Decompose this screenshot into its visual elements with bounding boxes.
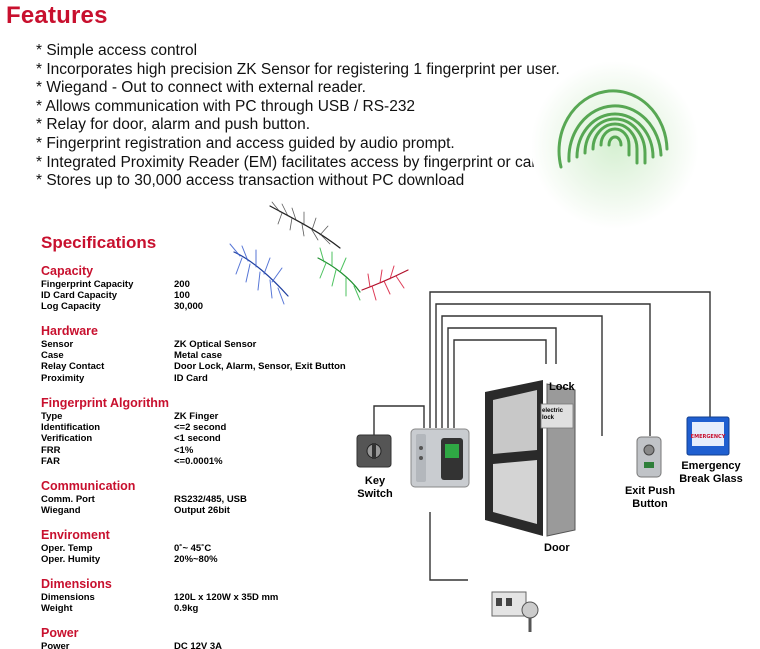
spec-value: 0˚~ 45˚C bbox=[174, 543, 212, 554]
spec-section-fingerprint-algorithm: Fingerprint Algorithm Type ZK Finger Iden… bbox=[41, 396, 226, 467]
spec-key: Oper. Temp bbox=[41, 543, 93, 554]
spec-value: ID Card bbox=[174, 372, 208, 384]
feature-item: * Wiegand - Out to connect with external… bbox=[36, 79, 366, 97]
spec-row: Dimensions 120L x 120W x 35D mm bbox=[41, 592, 278, 603]
spec-section-title: Dimensions bbox=[41, 577, 112, 591]
feature-item: * Fingerprint registration and access gu… bbox=[36, 134, 455, 152]
spec-value: 0.9kg bbox=[174, 603, 199, 615]
fingerprint-illustration bbox=[531, 61, 699, 229]
spec-section-title: Communication bbox=[41, 479, 136, 493]
spec-key: Comm. Port bbox=[41, 494, 95, 505]
spec-row: Oper. Temp 0˚~ 45˚C bbox=[41, 543, 211, 554]
spec-value: <=2 second bbox=[174, 422, 227, 434]
spec-key: Case bbox=[41, 350, 64, 362]
spec-key: Oper. Humity bbox=[41, 554, 101, 566]
features-title: Features bbox=[6, 2, 108, 29]
spec-section-title: Hardware bbox=[41, 324, 98, 338]
spec-row: Comm. Port RS232/485, USB bbox=[41, 494, 247, 505]
feature-item: * Incorporates high precision ZK Sensor … bbox=[36, 60, 560, 78]
emergency-box-text: EMERGENCY bbox=[691, 434, 726, 440]
spec-key: Wiegand bbox=[41, 505, 81, 517]
spec-value: 120L x 120W x 35D mm bbox=[174, 592, 279, 603]
wiring-lines bbox=[373, 291, 711, 581]
feature-item: * Simple access control bbox=[36, 42, 198, 59]
spec-key: FAR bbox=[41, 455, 60, 467]
spec-section-title: Capacity bbox=[41, 264, 94, 278]
spec-row: Wiegand Output 26bit bbox=[41, 505, 230, 517]
feature-item: * Relay for door, alarm and push button. bbox=[36, 116, 310, 134]
spec-row: Oper. Humity 20%~80% bbox=[41, 554, 218, 566]
spec-value: <1% bbox=[174, 444, 194, 456]
spec-row: Identification <=2 second bbox=[41, 422, 226, 434]
wiring-diagram: Lock electric lock Door Key Switch Exit … bbox=[340, 280, 760, 649]
spec-key: FRR bbox=[41, 444, 61, 456]
spec-row: ID Card Capacity 100 bbox=[41, 290, 190, 301]
spec-row: FRR <1% bbox=[41, 444, 193, 456]
spec-key: Relay Contact bbox=[41, 361, 105, 373]
spec-row: Proximity ID Card bbox=[41, 372, 208, 384]
spec-value: Output 26bit bbox=[174, 505, 230, 517]
spec-section-dimensions: Dimensions Dimensions 120L x 120W x 35D m… bbox=[41, 577, 278, 615]
feature-item: * Allows communication with PC through U… bbox=[36, 97, 416, 115]
spec-value: <=0.0001% bbox=[174, 455, 223, 467]
door-label: Door bbox=[544, 542, 570, 554]
spec-key: Type bbox=[41, 411, 63, 422]
spec-key: Proximity bbox=[41, 372, 85, 384]
spec-value: DC 12V 3A bbox=[174, 641, 223, 649]
spec-value: 20%~80% bbox=[174, 554, 218, 566]
spec-row: Type ZK Finger bbox=[41, 411, 218, 422]
spec-value: Door Lock, Alarm, Sensor, Exit Button bbox=[174, 361, 346, 373]
spec-value: ZK Finger bbox=[174, 411, 219, 422]
spec-row: Sensor ZK Optical Sensor bbox=[41, 339, 256, 350]
spec-key: ID Card Capacity bbox=[41, 290, 118, 302]
door-illustration bbox=[485, 380, 576, 537]
fingerprint-reader-device bbox=[410, 428, 470, 488]
spec-value: 200 bbox=[174, 279, 190, 290]
spec-key: Log Capacity bbox=[41, 301, 101, 313]
spec-value: <1 second bbox=[174, 433, 221, 445]
spec-section-title: Enviroment bbox=[41, 528, 110, 542]
spec-key: Verification bbox=[41, 433, 93, 445]
emergency-break-glass-device: EMERGENCY bbox=[686, 416, 730, 456]
feature-item: * Integrated Proximity Reader (EM) facil… bbox=[36, 153, 550, 171]
spec-section-capacity: Capacity Fingerprint Capacity 200 ID Card… bbox=[41, 264, 203, 313]
spec-section-title: Power bbox=[41, 626, 79, 640]
key-switch-label: Key Switch bbox=[357, 475, 393, 500]
spec-section-title: Fingerprint Algorithm bbox=[41, 396, 169, 410]
spec-row: Case Metal case bbox=[41, 350, 222, 362]
spec-value: Metal case bbox=[174, 350, 223, 362]
spec-row: Weight 0.9kg bbox=[41, 603, 198, 615]
electric-lock-label: electric lock bbox=[542, 408, 564, 421]
spec-key: Sensor bbox=[41, 339, 74, 350]
spec-row: Fingerprint Capacity 200 bbox=[41, 279, 190, 290]
spec-section-communication: Communication Comm. Port RS232/485, USB W… bbox=[41, 479, 247, 517]
exit-push-button-label: Exit Push Button bbox=[624, 485, 676, 510]
features-list: * Simple access control * Incorporates h… bbox=[36, 42, 560, 191]
feature-item: * Stores up to 30,000 access transaction… bbox=[36, 172, 465, 190]
feathers-illustration bbox=[229, 201, 409, 305]
spec-key: Fingerprint Capacity bbox=[41, 279, 134, 290]
spec-key: Dimensions bbox=[41, 592, 95, 603]
lock-label: Lock bbox=[549, 381, 575, 393]
spec-value: 100 bbox=[174, 290, 190, 302]
specifications-title: Specifications bbox=[41, 233, 157, 252]
spec-value: RS232/485, USB bbox=[174, 494, 247, 505]
spec-key: Power bbox=[41, 641, 70, 649]
exit-push-button-device bbox=[636, 436, 662, 478]
spec-value: 30,000 bbox=[174, 301, 204, 313]
spec-row: Log Capacity 30,000 bbox=[41, 301, 203, 312]
spec-key: Identification bbox=[41, 422, 101, 434]
spec-row: Verification <1 second bbox=[41, 433, 221, 445]
spec-row: Power DC 12V 3A bbox=[41, 641, 222, 649]
spec-row: FAR <=0.0001% bbox=[41, 455, 223, 467]
key-switch-device bbox=[356, 434, 392, 468]
spec-value: ZK Optical Sensor bbox=[174, 339, 257, 350]
spec-section-power: Power Power DC 12V 3A bbox=[41, 626, 222, 649]
spec-row: Relay Contact Door Lock, Alarm, Sensor, E… bbox=[41, 361, 346, 372]
spec-section-environment: Enviroment Oper. Temp 0˚~ 45˚C Oper. Humi… bbox=[41, 528, 218, 566]
power-supply-device bbox=[491, 591, 539, 632]
spec-section-hardware: Hardware Sensor ZK Optical Sensor Case Met… bbox=[41, 324, 346, 384]
emergency-break-glass-label: Emergency Break Glass bbox=[679, 460, 743, 485]
spec-key: Weight bbox=[41, 603, 73, 615]
